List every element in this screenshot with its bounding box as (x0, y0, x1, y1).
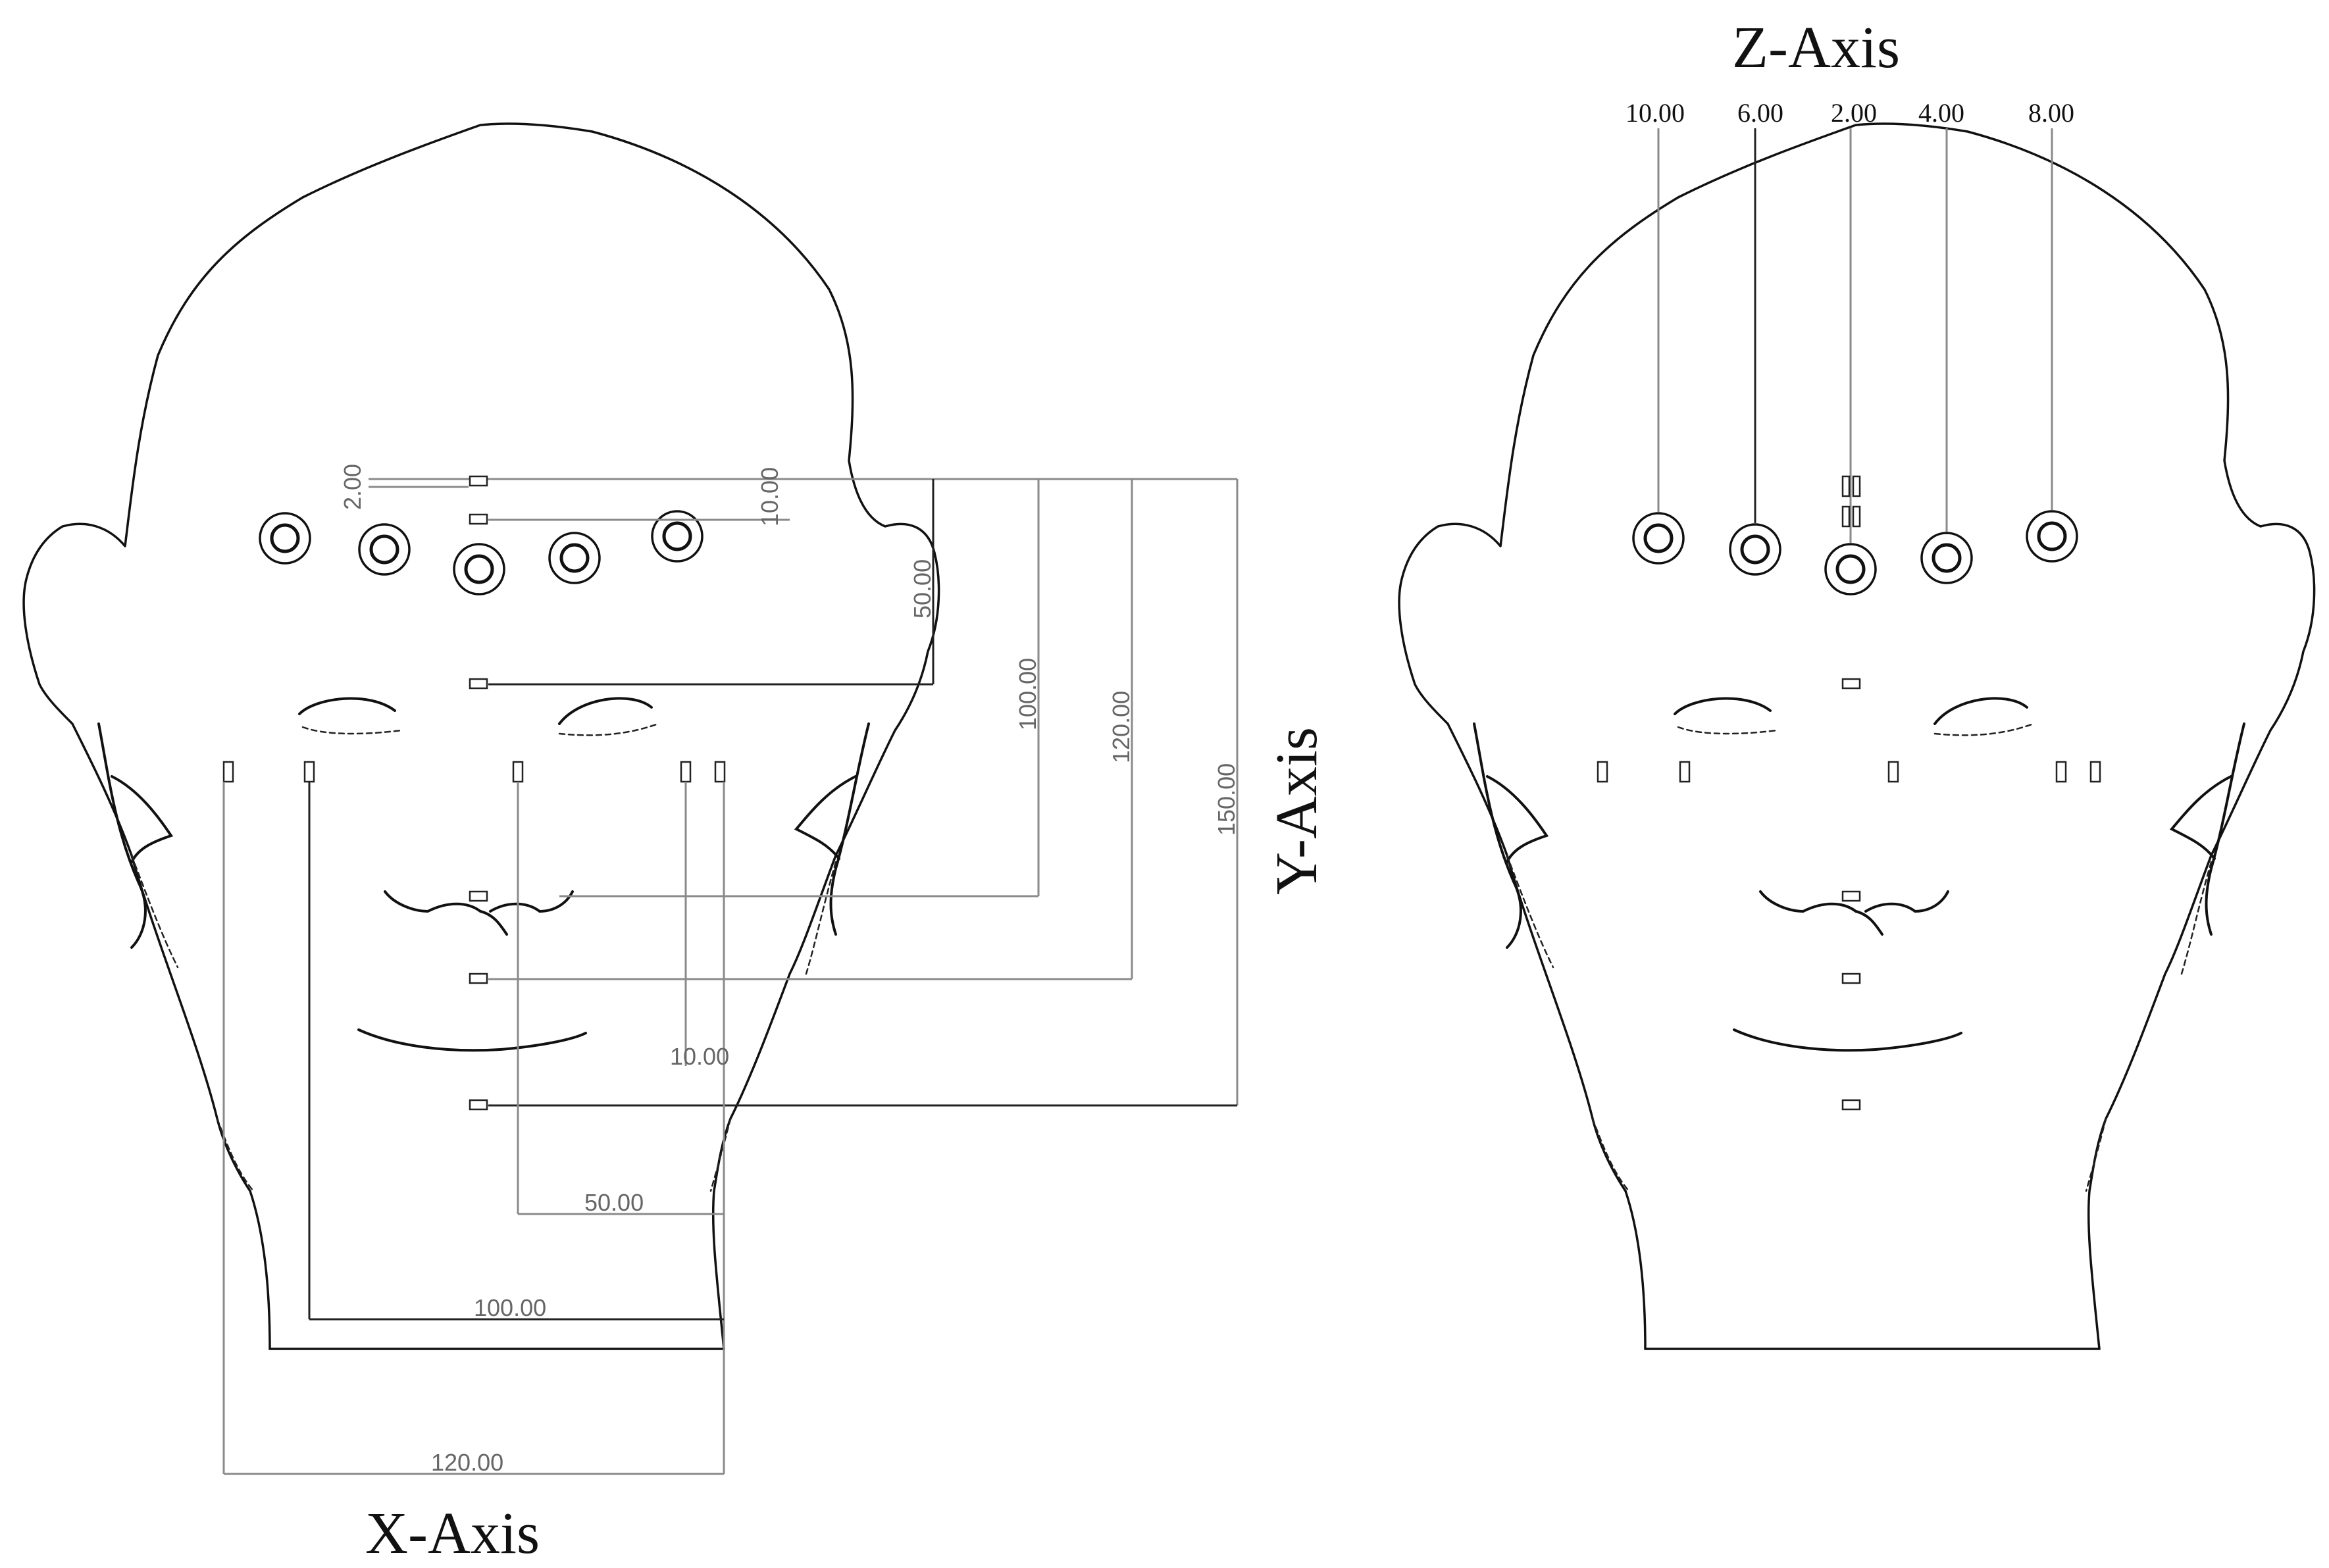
top-offset-a-label: 2.00 (339, 464, 366, 510)
left-head: 2.00 10.00 50.00 100.00 120.00 150.00 10… (22, 122, 1329, 1566)
right-electrode-3 (1824, 543, 1877, 595)
right-head: 10.00 6.00 2.00 4.00 8.00 Z-Axis (1398, 15, 2316, 1351)
y-axis-title: Y-Axis (1264, 727, 1329, 895)
left-electrode-2 (358, 523, 411, 576)
z-label-5: 8.00 (2028, 98, 2074, 128)
x-dimension-label-2: 100.00 (474, 1294, 546, 1321)
y-dimension-label-1: 50.00 (909, 559, 936, 619)
left-electrode-1 (259, 512, 311, 565)
right-electrode-2 (1729, 523, 1781, 576)
z-label-1: 10.00 (1625, 98, 1685, 128)
top-offset-b-label: 10.00 (756, 467, 783, 526)
right-head-outline (1398, 122, 2316, 1351)
right-electrode-4 (1920, 532, 1973, 584)
z-label-4: 4.00 (1918, 98, 1964, 128)
y-dimension-label-2: 100.00 (1014, 658, 1041, 730)
z-label-3: 2.00 (1831, 98, 1877, 128)
z-label-2: 6.00 (1737, 98, 1783, 128)
left-electrode-5 (651, 510, 704, 563)
left-electrode-4 (548, 532, 601, 584)
right-electrode-1 (1632, 512, 1685, 565)
z-axis-title: Z-Axis (1732, 15, 1900, 80)
y-dimension-label-4: 150.00 (1213, 763, 1240, 836)
inner-offset-label: 10.00 (670, 1043, 729, 1070)
left-electrode-3 (453, 543, 505, 595)
left-head-outline (22, 122, 940, 1351)
right-electrode-5 (2026, 510, 2078, 563)
x-dimension-label-1: 50.00 (584, 1189, 644, 1216)
x-dimension-label-3: 120.00 (431, 1449, 503, 1476)
y-dimension-label-3: 120.00 (1108, 691, 1135, 763)
x-axis-title: X-Axis (365, 1501, 540, 1566)
